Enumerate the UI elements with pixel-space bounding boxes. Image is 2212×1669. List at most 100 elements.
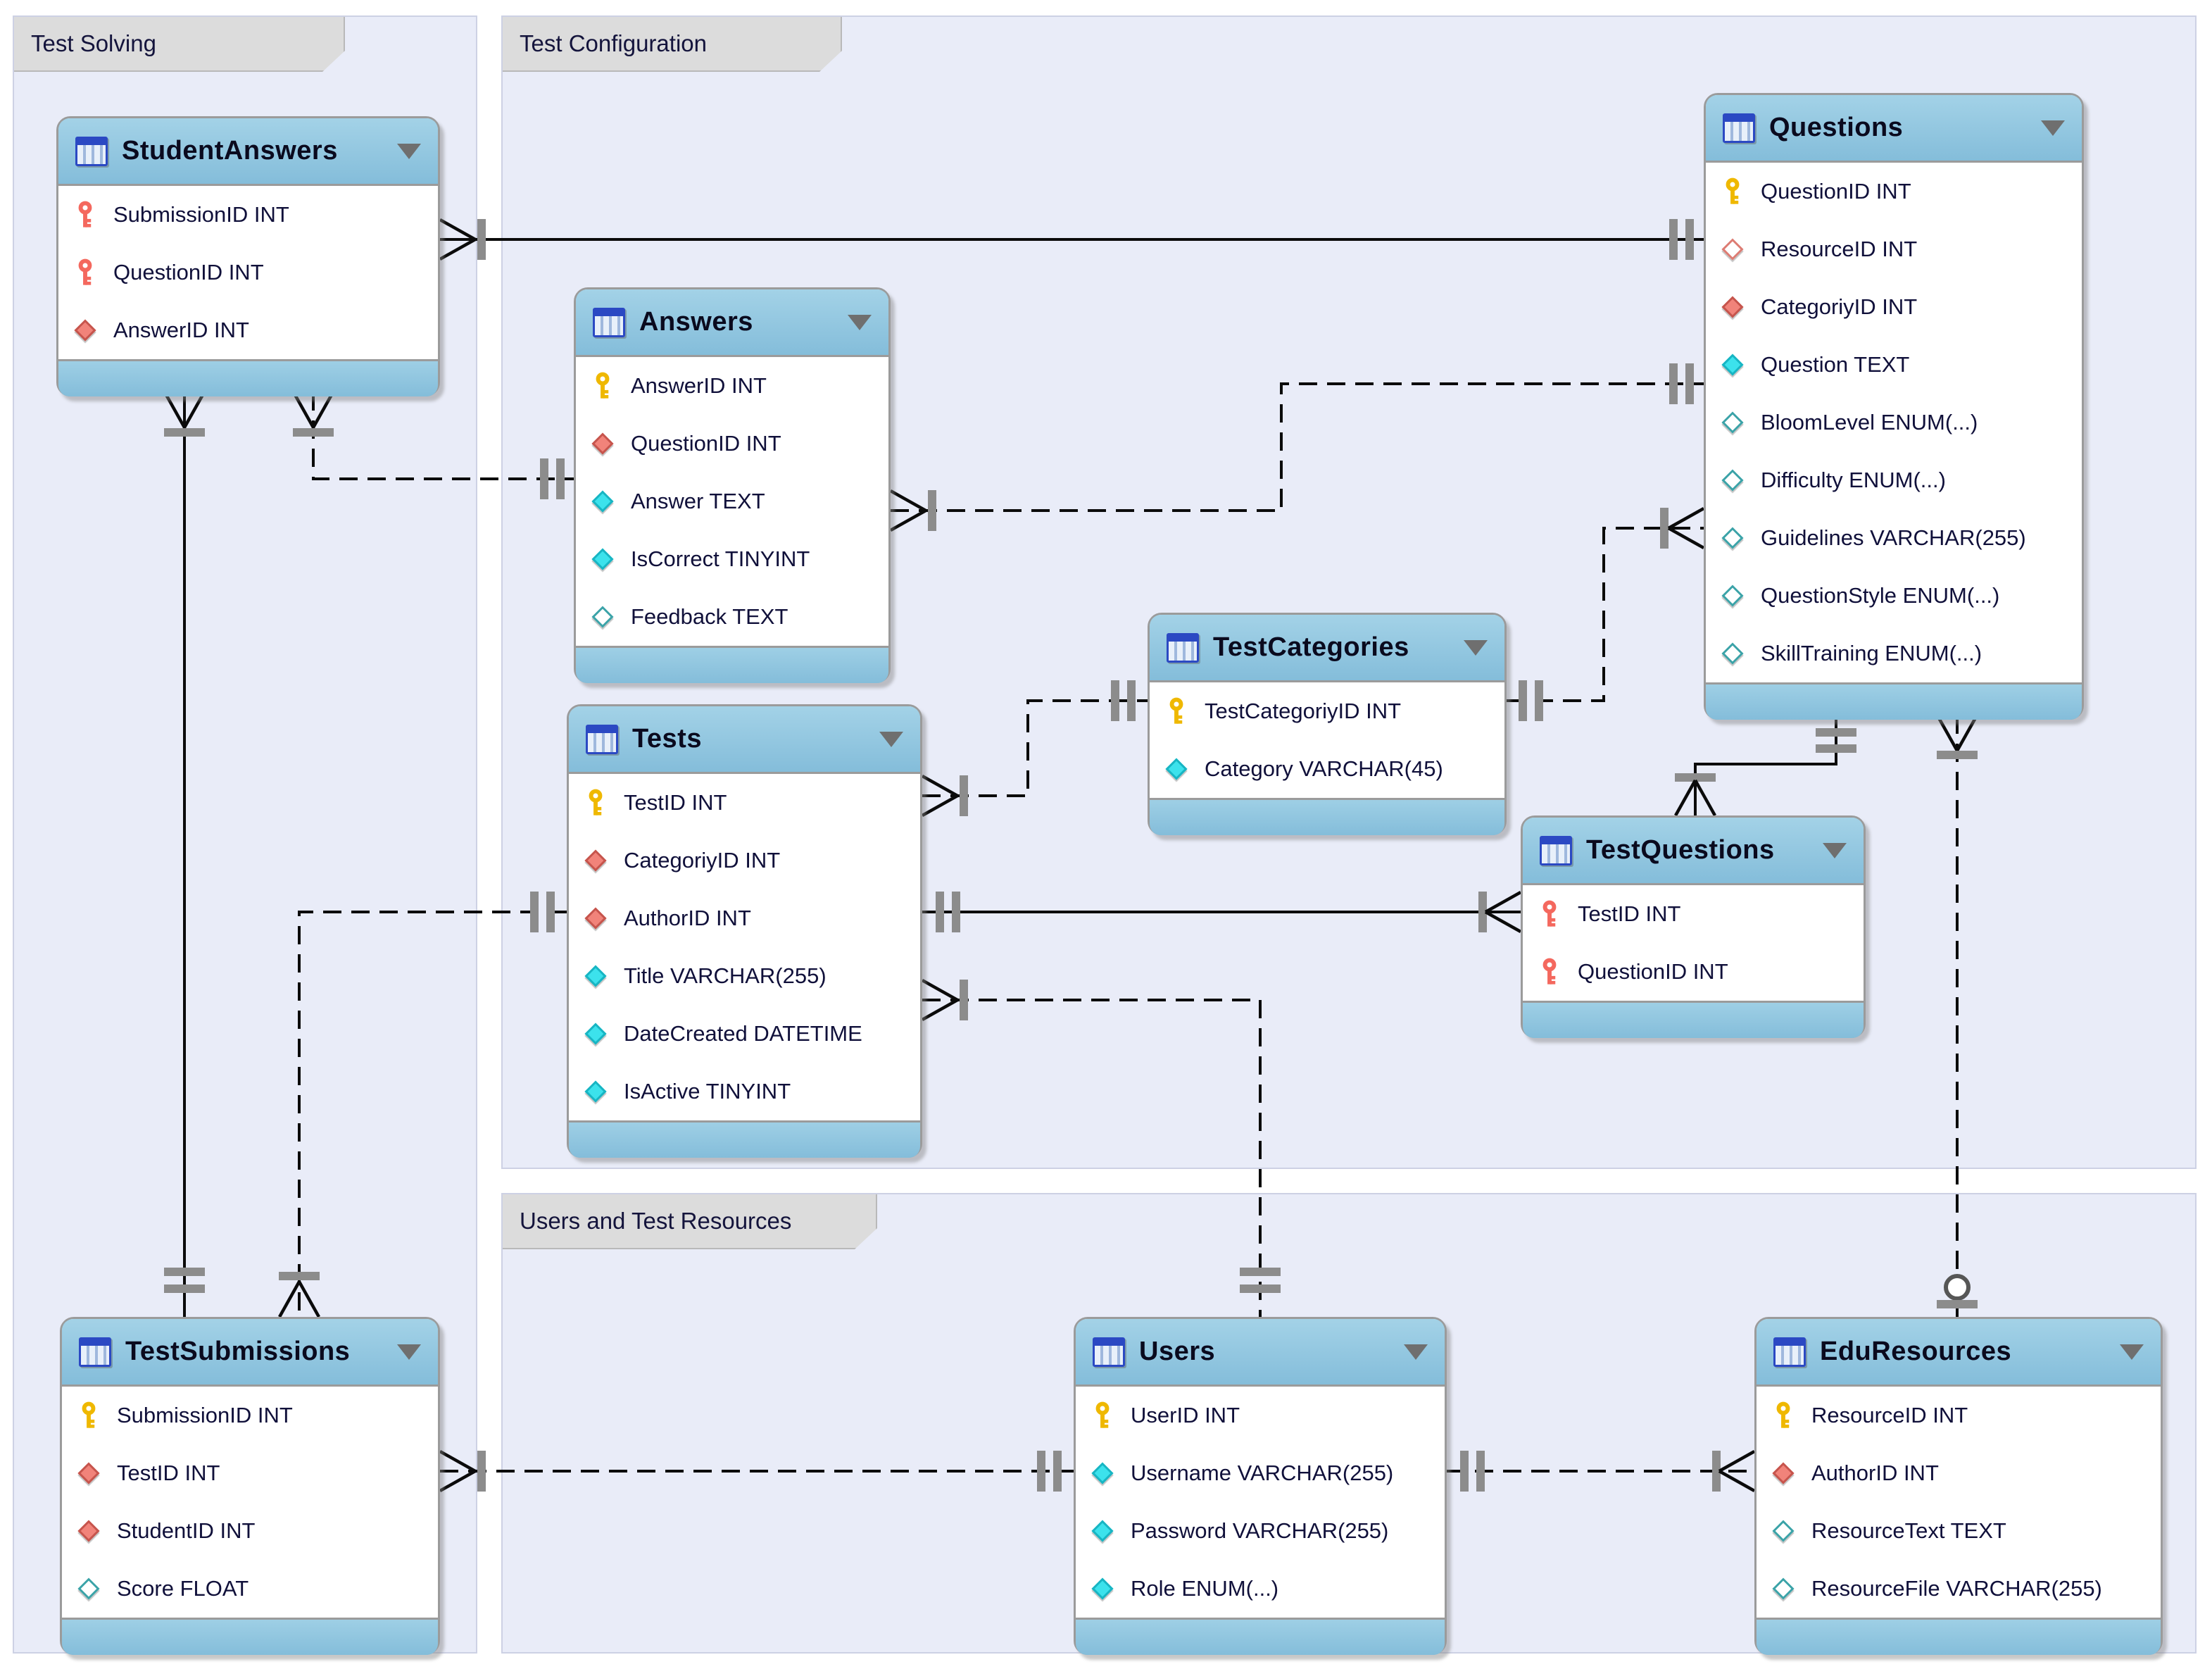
table-footer	[569, 1120, 920, 1158]
collapse-caret-icon[interactable]	[397, 143, 421, 159]
relationship-TestQuestions-Questions[interactable]	[1674, 715, 1856, 817]
collapse-caret-icon[interactable]	[848, 314, 872, 330]
column-row[interactable]: ResourceFile VARCHAR(255)	[1757, 1560, 2161, 1618]
foreign-key-column-icon	[1718, 296, 1747, 318]
column-row[interactable]: Question TEXT	[1706, 336, 2082, 394]
relationship-TestQuestions-Tests[interactable]	[922, 891, 1522, 933]
column-row[interactable]: AnswerID INT	[58, 301, 438, 359]
column-label: AnswerID INT	[631, 373, 767, 398]
nullable-column-icon	[1718, 585, 1747, 607]
column-row[interactable]: ResourceID INT	[1757, 1387, 2161, 1444]
collapse-caret-icon[interactable]	[1464, 639, 1488, 656]
column-row[interactable]: UserID INT	[1076, 1387, 1445, 1444]
column-row[interactable]: Answer TEXT	[576, 473, 888, 530]
relationship-Tests-TestCategories[interactable]	[921, 680, 1148, 817]
table-header[interactable]: EduResources	[1757, 1319, 2161, 1387]
column-row[interactable]: CategoriyID INT	[569, 832, 920, 889]
column-row[interactable]: Difficulty ENUM(...)	[1706, 451, 2082, 509]
collapse-caret-icon[interactable]	[1823, 842, 1847, 858]
column-row[interactable]: BloomLevel ENUM(...)	[1706, 394, 2082, 451]
notnull-column-icon	[582, 1023, 610, 1045]
column-row[interactable]: Category VARCHAR(45)	[1150, 740, 1504, 798]
relationship-TestSubmissions-Tests[interactable]	[278, 892, 567, 1318]
column-label: AnswerID INT	[113, 318, 249, 342]
table-header[interactable]: Tests	[569, 706, 920, 774]
relationship-Questions-TestCategories[interactable]	[1507, 507, 1705, 721]
table-icon	[586, 724, 618, 754]
collapse-caret-icon[interactable]	[879, 731, 903, 747]
table-header[interactable]: TestSubmissions	[62, 1319, 438, 1387]
column-row[interactable]: Guidelines VARCHAR(255)	[1706, 509, 2082, 567]
relationship-EduResources-Users[interactable]	[1447, 1450, 1756, 1492]
layer-tab-users-and-test-resources[interactable]: Users and Test Resources	[503, 1194, 877, 1249]
relationship-Tests-Users[interactable]	[921, 979, 1281, 1317]
table-header[interactable]: StudentAnswers	[58, 118, 438, 186]
column-row[interactable]: CategoriyID INT	[1706, 278, 2082, 336]
collapse-caret-icon[interactable]	[2120, 1344, 2144, 1360]
relationship-StudentAnswers-TestSubmissions[interactable]	[163, 391, 206, 1317]
table-header[interactable]: TestQuestions	[1523, 818, 1864, 885]
layer-tab-test-configuration[interactable]: Test Configuration	[503, 17, 842, 72]
column-row[interactable]: ResourceID INT	[1706, 220, 2082, 278]
table-icon	[1093, 1337, 1125, 1367]
collapse-caret-icon[interactable]	[397, 1344, 421, 1360]
collapse-caret-icon[interactable]	[2041, 120, 2065, 136]
table-title: Users	[1139, 1337, 1216, 1366]
column-row[interactable]: TestID INT	[1523, 885, 1864, 943]
column-row[interactable]: TestID INT	[62, 1444, 438, 1502]
column-row[interactable]: AnswerID INT	[576, 357, 888, 415]
column-row[interactable]: SubmissionID INT	[62, 1387, 438, 1444]
column-row[interactable]: IsActive TINYINT	[569, 1063, 920, 1120]
table-footer	[1150, 798, 1504, 835]
column-row[interactable]: QuestionID INT	[576, 415, 888, 473]
table-footer	[1523, 1001, 1864, 1038]
column-row[interactable]: QuestionID INT	[1706, 163, 2082, 220]
column-row[interactable]: TestID INT	[569, 774, 920, 832]
layer-label: Test Configuration	[520, 30, 707, 56]
column-row[interactable]: Password VARCHAR(255)	[1076, 1502, 1445, 1560]
table-header[interactable]: Questions	[1706, 95, 2082, 163]
column-row[interactable]: ResourceText TEXT	[1757, 1502, 2161, 1560]
column-row[interactable]: AuthorID INT	[1757, 1444, 2161, 1502]
primary-key-icon	[1088, 1401, 1117, 1430]
column-row[interactable]: IsCorrect TINYINT	[576, 530, 888, 588]
layer-label: Test Solving	[31, 30, 156, 56]
column-row[interactable]: TestCategoriyID INT	[1150, 682, 1504, 740]
column-row[interactable]: QuestionID INT	[58, 244, 438, 301]
table-header[interactable]: TestCategories	[1150, 615, 1504, 682]
column-row[interactable]: Role ENUM(...)	[1076, 1560, 1445, 1618]
column-row[interactable]: SkillTraining ENUM(...)	[1706, 625, 2082, 682]
column-label: Difficulty ENUM(...)	[1761, 468, 1946, 492]
table-header[interactable]: Answers	[576, 289, 888, 357]
collapse-caret-icon[interactable]	[1404, 1344, 1428, 1360]
column-row[interactable]: AuthorID INT	[569, 889, 920, 947]
column-row[interactable]: Score FLOAT	[62, 1560, 438, 1618]
column-row[interactable]: QuestionID INT	[1523, 943, 1864, 1001]
column-row[interactable]: StudentID INT	[62, 1502, 438, 1560]
relationship-Answers-Questions[interactable]	[889, 363, 1704, 532]
column-row[interactable]: QuestionStyle ENUM(...)	[1706, 567, 2082, 625]
column-row[interactable]: SubmissionID INT	[58, 186, 438, 244]
foreign-key-column-icon	[75, 1462, 103, 1484]
column-row[interactable]: Title VARCHAR(255)	[569, 947, 920, 1005]
relationship-Questions-EduResources[interactable]	[1936, 714, 1978, 1317]
relationship-StudentAnswers-Answers[interactable]	[292, 391, 574, 499]
layer-tab-test-solving[interactable]: Test Solving	[14, 17, 345, 72]
table-header[interactable]: Users	[1076, 1319, 1445, 1387]
column-row[interactable]: DateCreated DATETIME	[569, 1005, 920, 1063]
column-row[interactable]: Username VARCHAR(255)	[1076, 1444, 1445, 1502]
column-label: StudentID INT	[117, 1518, 256, 1543]
column-row[interactable]: Feedback TEXT	[576, 588, 888, 646]
relationship-TestSubmissions-Users[interactable]	[439, 1450, 1074, 1492]
relationship-StudentAnswers-Questions[interactable]	[439, 218, 1704, 261]
